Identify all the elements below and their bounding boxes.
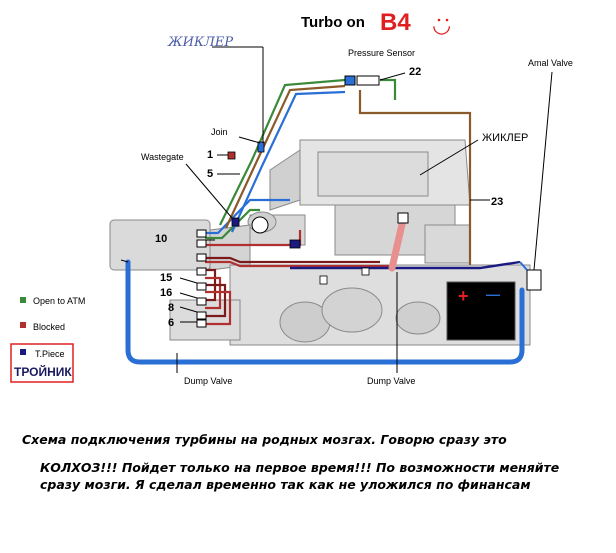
title-model: B4 [380, 9, 411, 36]
label-join: Join [211, 127, 228, 137]
hose-to-pressure-sensor [219, 78, 472, 265]
num-23: 23 [491, 196, 503, 208]
legend-blocked-swatch [20, 322, 26, 328]
smiley-eye-left [437, 18, 441, 22]
zhikler-handwritten-top: ЖИКЛЕР [167, 35, 233, 50]
pink-pipe [388, 216, 407, 272]
num-6: 6 [168, 317, 174, 329]
caption-line-2: КОЛХОЗ!!! Пойдет только на первое время!… [40, 460, 560, 492]
caption-line-1: Схема подключения турбины на родных мозг… [22, 432, 507, 447]
hose-bundle-left [205, 198, 521, 326]
num-22: 22 [409, 66, 421, 78]
battery: + — [446, 281, 516, 341]
manifold-fittings [196, 229, 207, 328]
label-dump-valve-center: Dump Valve [367, 376, 415, 386]
smiley-icon: ◡ [432, 12, 451, 37]
t-pieces-center [289, 239, 370, 285]
wastegate [185, 163, 269, 234]
label-pressure-sensor: Pressure Sensor [348, 48, 415, 58]
battery-minus: — [486, 286, 500, 302]
legend-open-to-atm: Open to ATM [33, 296, 85, 306]
pressure-sensor [344, 72, 406, 86]
legend: Open to ATM Blocked T.Piece ТРОЙНИК [10, 296, 85, 383]
num-10: 10 [155, 233, 167, 245]
legend-t-piece-box [10, 343, 74, 383]
join-fitting [238, 136, 265, 153]
legend-t-piece-swatch [20, 349, 26, 355]
battery-plus: + [458, 286, 469, 306]
num-16: 16 [160, 287, 172, 299]
legend-open-to-atm-swatch [20, 297, 26, 303]
zhikler-handwritten-engine: ЖИКЛЕР [482, 132, 528, 144]
smiley-eye-right [445, 18, 449, 22]
troinik-handwritten: ТРОЙНИК [14, 364, 72, 379]
title-text: Turbo on [301, 14, 365, 31]
legend-t-piece: T.Piece [35, 349, 65, 359]
num-8: 8 [168, 302, 174, 314]
dump-valve-hose [125, 259, 525, 365]
label-amal-valve: Amal Valve [528, 58, 573, 68]
blocked-port-1 [227, 151, 236, 160]
num-1: 1 [207, 149, 213, 161]
amal-valve [519, 71, 553, 291]
label-wastegate: Wastegate [141, 152, 184, 162]
num-5: 5 [207, 168, 213, 180]
label-dump-valve-left: Dump Valve [184, 376, 232, 386]
num-15: 15 [160, 272, 172, 284]
legend-blocked: Blocked [33, 322, 65, 332]
